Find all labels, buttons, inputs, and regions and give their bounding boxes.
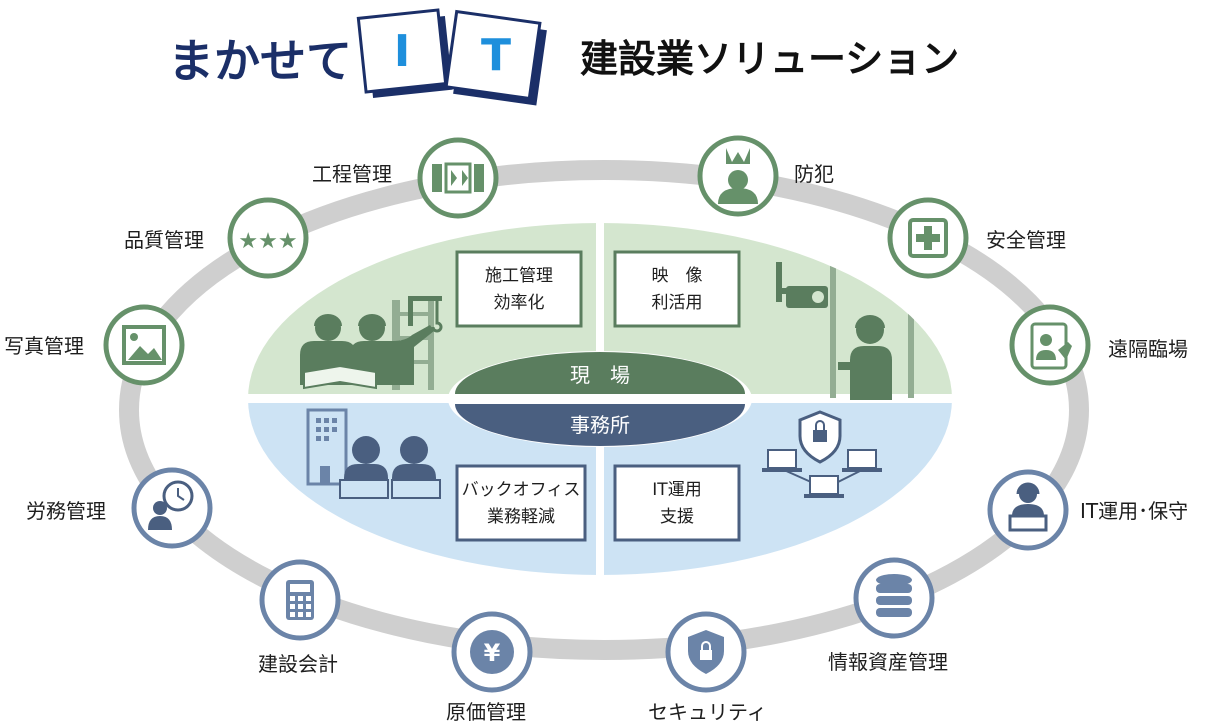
card-it-support: IT運用 支援 — [613, 464, 741, 542]
asset-label: 情報資産管理 — [828, 650, 948, 674]
card-construction-mgmt: 施工管理 効率化 — [455, 250, 583, 328]
title-suffix: 建設業ソリューション — [580, 37, 959, 81]
hub-office-label: 事務所 — [570, 413, 630, 437]
card-it-support-line1: IT運用 — [652, 480, 701, 500]
title-card-i: I — [356, 8, 453, 98]
remote-site-icon — [1009, 304, 1091, 386]
cost-label: 原価管理 — [446, 700, 526, 724]
title-letter-i: I — [394, 26, 410, 77]
safety-icon — [887, 197, 969, 279]
accounting-icon — [259, 559, 341, 641]
svg-text:¥: ¥ — [484, 639, 501, 667]
card-video-use: 映 像 利活用 — [613, 250, 741, 328]
security-shield-icon — [665, 611, 747, 693]
asset-database-icon — [853, 557, 935, 639]
workers-reading-plan-illustration — [300, 296, 443, 390]
photo-label: 写真管理 — [4, 334, 84, 358]
schedule-icon — [417, 137, 499, 219]
center-hub: 現 場 事務所 — [448, 351, 752, 447]
schedule-label: 工程管理 — [312, 162, 392, 186]
card-it-support-line2: 支援 — [660, 507, 694, 527]
labor-icon — [131, 467, 213, 549]
cost-yen-icon: ¥ — [451, 611, 533, 693]
crime-prevention-label: 防犯 — [794, 162, 834, 186]
it-ops-icon — [987, 469, 1069, 551]
office-workers-illustration — [306, 408, 441, 499]
card-back-office-line1: バックオフィス — [462, 480, 581, 500]
labor-label: 労務管理 — [26, 499, 106, 523]
card-back-office: バックオフィス 業務軽減 — [455, 464, 587, 542]
quality-icon: ★★★ — [227, 197, 309, 279]
accounting-label: 建設会計 — [258, 652, 338, 676]
hub-site-label: 現 場 — [570, 363, 630, 387]
title-prefix: まかせて — [168, 34, 352, 88]
cctv-worker-illustration — [776, 250, 914, 400]
network-security-illustration — [762, 410, 882, 498]
quality-label: 品質管理 — [124, 228, 204, 252]
remote-site-label: 遠隔臨場 — [1108, 337, 1188, 361]
card-video-use-line1: 映 像 — [652, 266, 703, 286]
card-back-office-line2: 業務軽減 — [487, 507, 555, 527]
card-video-use-line2: 利活用 — [652, 293, 703, 313]
it-ops-label: IT運用･保守 — [1080, 499, 1189, 523]
svg-text:★★★: ★★★ — [238, 229, 297, 254]
title-letter-t: T — [481, 30, 511, 81]
security-label: セキュリティ — [648, 700, 767, 724]
card-construction-mgmt-line2: 効率化 — [494, 293, 545, 313]
crime-prevention-icon — [697, 135, 779, 217]
safety-label: 安全管理 — [986, 228, 1066, 252]
photo-icon — [103, 304, 185, 386]
title-logo: まかせて I T 建設業ソリューション — [168, 8, 959, 106]
card-construction-mgmt-line1: 施工管理 — [485, 266, 553, 286]
title-card-t: T — [444, 9, 547, 106]
outer-ring — [119, 160, 1089, 660]
